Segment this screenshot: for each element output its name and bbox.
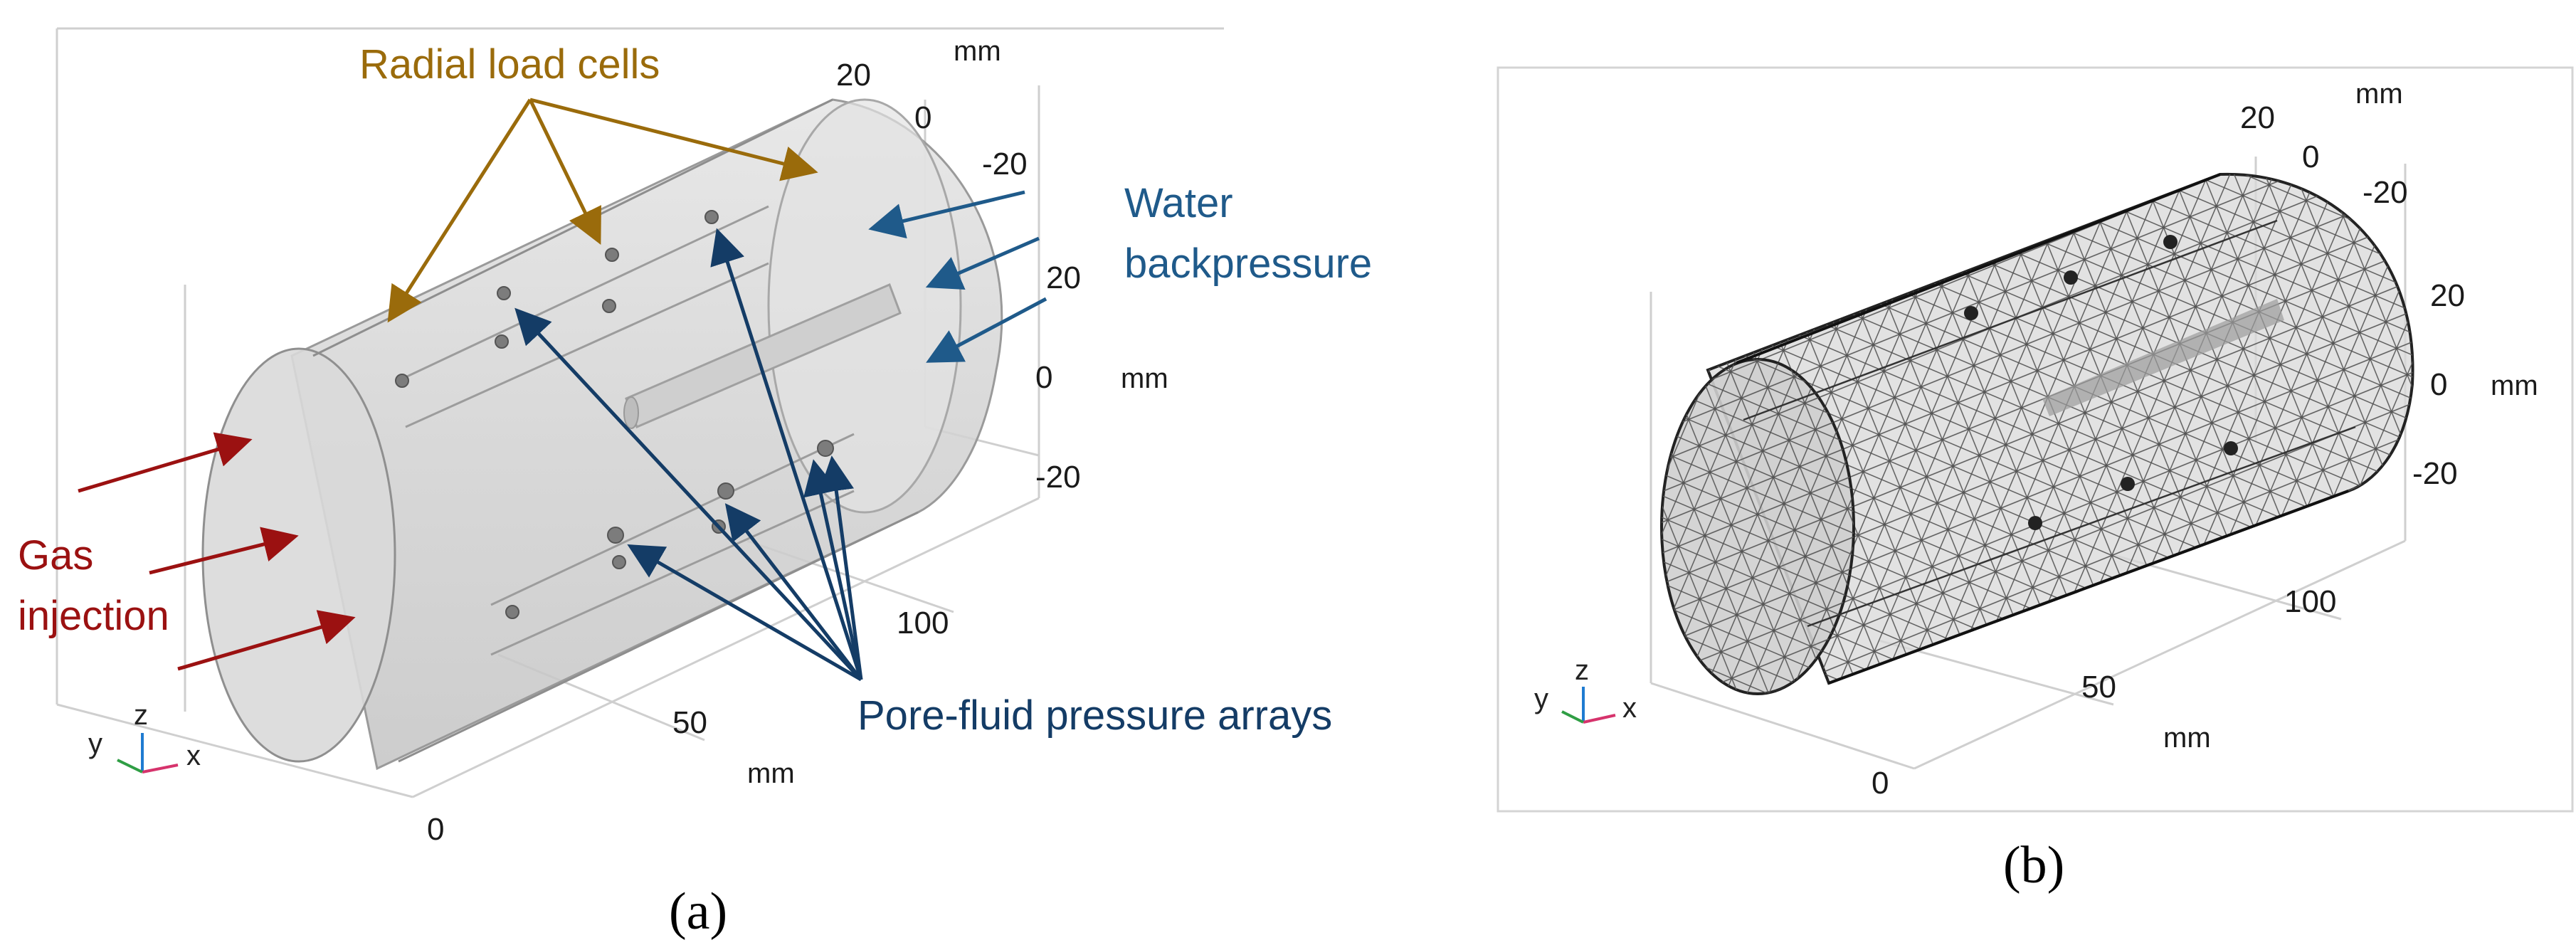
axis-triad: z x y: [88, 700, 201, 774]
x-tick-0-b: 0: [1872, 766, 1889, 801]
pore-fluid-pressure-label: Pore-fluid pressure arrays: [857, 692, 1332, 739]
panel-b-caption: (b): [2003, 836, 2064, 894]
y-tick-20-b: 20: [2240, 100, 2275, 135]
x-tick-100: 100: [897, 606, 949, 640]
radial-load-cells-arrows: [387, 97, 818, 323]
panel-a-caption: (a): [669, 882, 727, 941]
triad-y-label-b: y: [1534, 683, 1548, 714]
mesh-refinement-spots: [1964, 235, 2238, 530]
y-tick-neg20: -20: [982, 147, 1028, 181]
sensor-dots: [395, 210, 834, 619]
triad-y-label: y: [88, 728, 102, 759]
x-tick-0: 0: [427, 812, 444, 847]
z-tick-neg20: -20: [1035, 460, 1081, 495]
x-axis-unit: mm: [747, 758, 795, 789]
triad-z-label: z: [134, 700, 148, 731]
x-tick-50-b: 50: [2081, 670, 2116, 704]
x-tick-50: 50: [672, 705, 707, 740]
panel-a-figure: 0 50 100 mm 20 0 -20 mm 20 0 -20 mm Radi…: [18, 27, 1372, 941]
gas-injection-label-line2: injection: [18, 593, 169, 639]
triad-x-label: x: [186, 740, 201, 771]
z-tick-0: 0: [1035, 360, 1052, 395]
y-axis-unit-b: mm: [2355, 78, 2403, 110]
y-tick-0-b: 0: [2302, 139, 2319, 174]
z-tick-20-b: 20: [2430, 278, 2465, 313]
y-axis-unit: mm: [954, 36, 1001, 67]
panel-b: 0 50 100 mm 20 0 -20 mm 20 0 -20 mm z x …: [1473, 0, 2576, 950]
triad-z-label-b: z: [1575, 655, 1589, 686]
y-tick-neg20-b: -20: [2363, 175, 2408, 210]
bounding-grid: [56, 27, 1224, 798]
water-backpressure-label-line2: backpressure: [1124, 241, 1372, 287]
meshed-cylinder: [1660, 172, 2414, 695]
z-tick-0-b: 0: [2430, 367, 2447, 402]
panel-a: 0 50 100 mm 20 0 -20 mm 20 0 -20 mm Radi…: [18, 27, 1373, 941]
z-axis-unit: mm: [1121, 363, 1168, 394]
triad-x-label-b: x: [1622, 692, 1637, 724]
x-tick-100-b: 100: [2284, 584, 2336, 619]
water-backpressure-arrows: [868, 190, 1047, 363]
panel-b-figure: 0 50 100 mm 20 0 -20 mm 20 0 -20 mm z x …: [1496, 66, 2574, 894]
y-tick-20: 20: [836, 58, 871, 93]
axis-triad-b: z x y: [1534, 655, 1637, 724]
z-tick-20: 20: [1046, 260, 1081, 295]
gas-injection-arrows: [78, 432, 356, 671]
x-axis-unit-b: mm: [2163, 722, 2211, 754]
radial-load-cells-label: Radial load cells: [359, 41, 660, 88]
z-axis-unit-b: mm: [2491, 370, 2538, 401]
panel-b-frame: [1496, 66, 2574, 813]
gas-injection-label-line1: Gas: [18, 532, 93, 579]
pore-fluid-pressure-arrows: [514, 228, 863, 682]
water-backpressure-label-line1: Water: [1124, 180, 1233, 226]
sample-cylinder: [201, 98, 1003, 771]
y-tick-0: 0: [914, 100, 931, 135]
z-tick-neg20-b: -20: [2412, 456, 2458, 491]
